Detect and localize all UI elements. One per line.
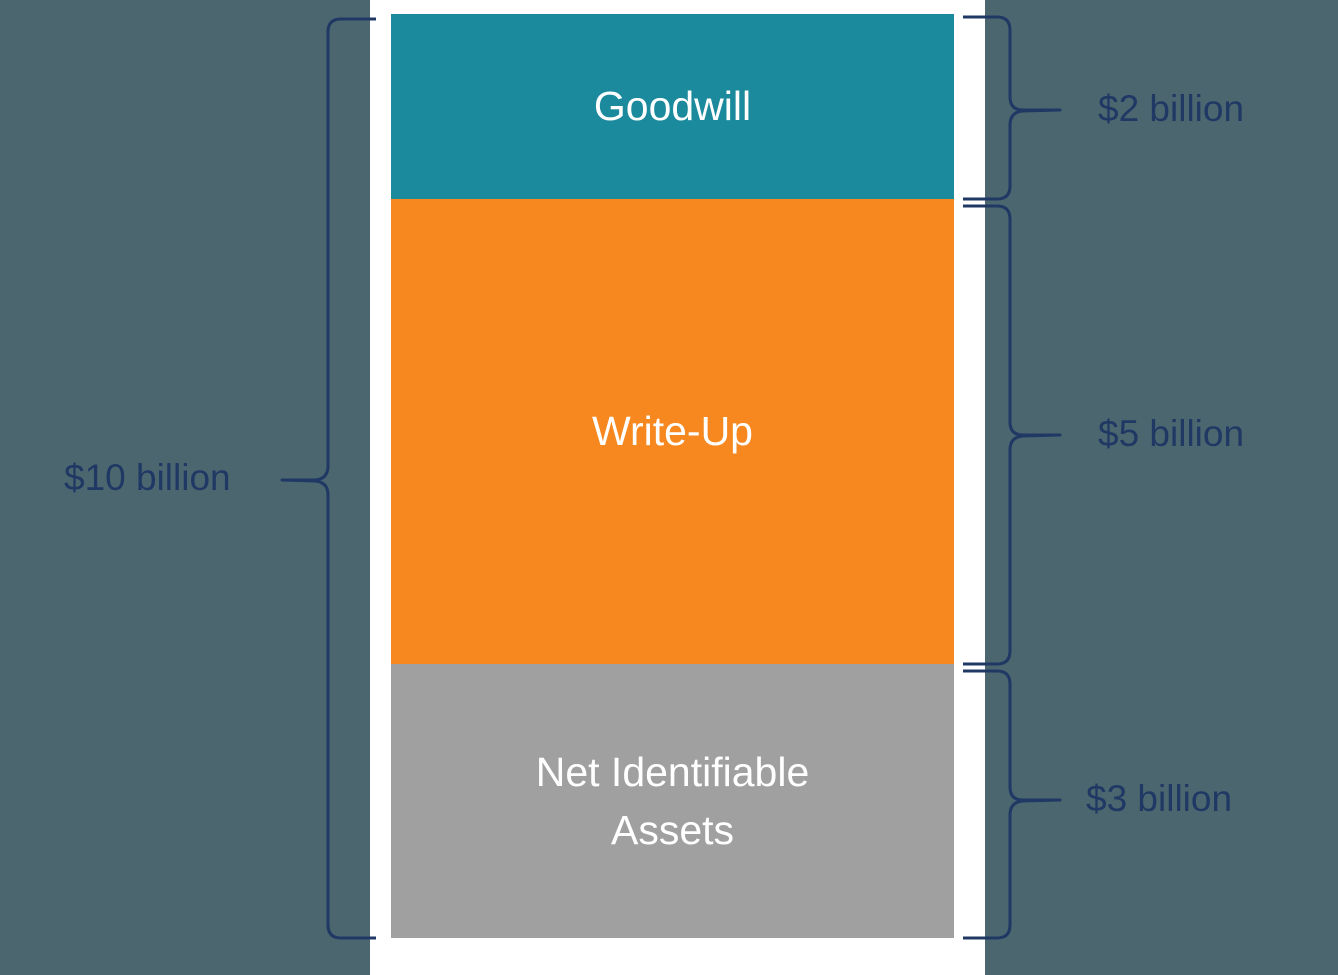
segment-assets-line-2: Assets bbox=[610, 807, 735, 853]
bracket-total-left bbox=[280, 17, 376, 940]
segment-write-up[interactable]: Write-Up bbox=[391, 199, 954, 664]
bracket-label-total: $10 billion bbox=[64, 457, 231, 498]
segment-goodwill-label: Goodwill bbox=[593, 83, 752, 130]
segment-net-identifiable-assets-label: Net Identifiable Assets bbox=[536, 743, 810, 859]
segment-write-up-label: Write-Up bbox=[592, 408, 753, 455]
segment-goodwill[interactable]: Goodwill bbox=[391, 14, 954, 199]
bracket-label-goodwill: $2 billion bbox=[1098, 88, 1245, 129]
segment-net-identifiable-assets[interactable]: Net Identifiable Assets bbox=[391, 664, 954, 938]
bracket-label-assets: $3 billion bbox=[1086, 778, 1233, 819]
segment-assets-line-1: Net Identifiable bbox=[535, 748, 810, 795]
bracket-label-write-up: $5 billion bbox=[1098, 413, 1245, 454]
